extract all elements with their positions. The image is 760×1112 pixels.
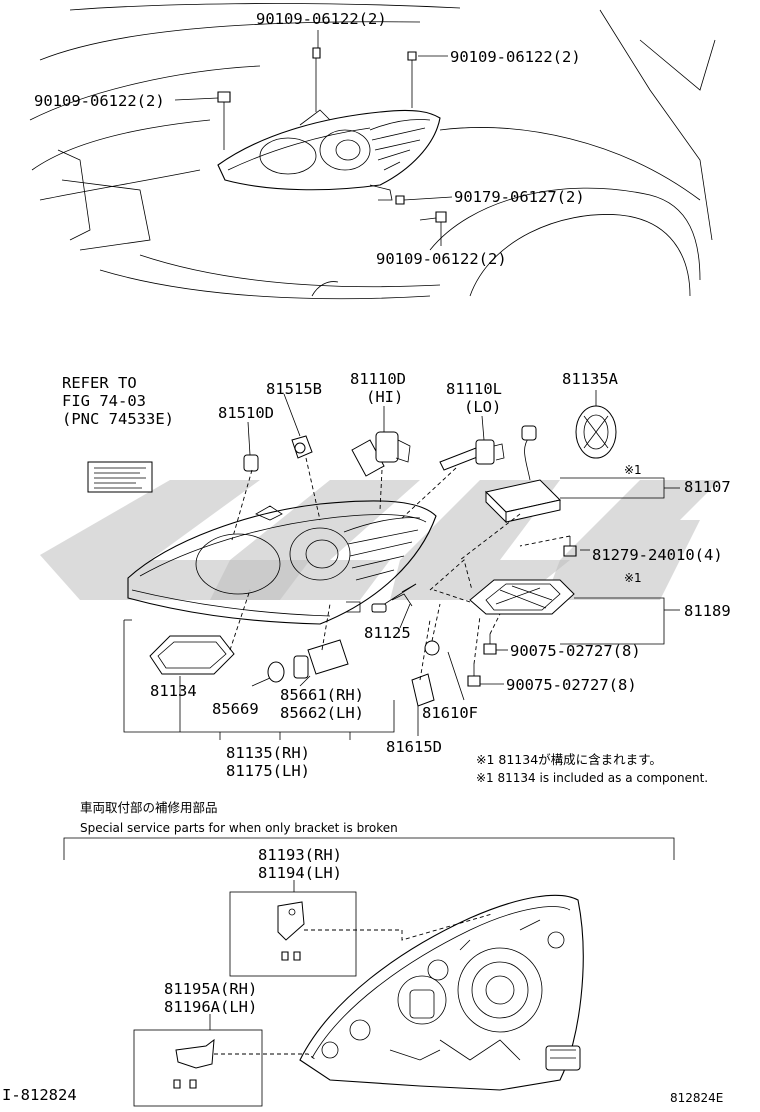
label-85661: 85661(RH): [280, 686, 364, 704]
label-81110l-lo: (LO): [464, 398, 501, 416]
cap-icon: [575, 405, 617, 459]
caution-label-icon: [87, 461, 153, 493]
label-90075-b: 90075-02727(8): [506, 676, 637, 694]
service-header-en: Special service parts for when only brac…: [80, 821, 398, 835]
cover-81189-icon: [469, 579, 575, 615]
screw-icon: [563, 536, 577, 557]
label-81279: 81279-24010(4): [592, 546, 723, 564]
hi-beam-bulb-icon: [351, 431, 411, 477]
label-bolt-left: 90109-06122(2): [34, 92, 165, 110]
bulb-81615d-icon: [411, 673, 435, 707]
label-81193: 81193(RH): [258, 846, 342, 864]
label-81107: 81107: [684, 478, 731, 496]
label-81510d: 81510D: [218, 404, 274, 422]
side-marker-bulb-icon: [243, 454, 259, 472]
figure-id-right: 812824E: [670, 1091, 723, 1105]
mark-component-81107: ※1: [624, 463, 642, 477]
watermark-logo: [40, 480, 720, 600]
label-81515b: 81515B: [266, 380, 322, 398]
dashed-link-upper: [304, 913, 493, 941]
label-81110d-hi: (HI): [366, 388, 403, 406]
label-bolt-bottom: 90109-06122(2): [376, 250, 507, 268]
bracket-81193-icon: [277, 901, 305, 961]
socket-81610f-icon: [424, 640, 440, 656]
label-81135: 81135(RH): [226, 744, 310, 762]
bracket-81195a-icon: [173, 1038, 215, 1089]
bracket-box-lower: [133, 1029, 263, 1107]
label-81135a: 81135A: [562, 370, 619, 388]
label-81189: 81189: [684, 602, 731, 620]
label-85669: 85669: [212, 700, 259, 718]
label-81610f: 81610F: [422, 704, 478, 722]
bolt-icon: [217, 47, 447, 223]
bulb-85661-icon: [293, 639, 349, 679]
dashed-link-lower: [214, 1053, 317, 1061]
bulb-socket-icon: [291, 435, 313, 459]
mark-component-81189: ※1: [624, 571, 642, 585]
o-ring-icon: [267, 661, 285, 683]
leader-lines: [123, 390, 680, 740]
refer-note-line-1: REFER TO: [62, 374, 137, 392]
refer-note-line-3: (PNC 74533E): [62, 410, 174, 428]
label-81110d: 81110D: [350, 370, 406, 388]
label-81615d: 81615D: [386, 738, 442, 756]
label-bolt-top-center: 90109-06122(2): [256, 10, 387, 28]
headlamp-rear-housing: [299, 894, 584, 1091]
car-front-view: [29, 3, 716, 300]
label-81125: 81125: [364, 624, 411, 642]
lo-beam-bulb-icon: [439, 439, 505, 471]
label-81194: 81194(LH): [258, 864, 342, 882]
label-90075-a: 90075-02727(8): [510, 642, 641, 660]
refer-note-line-2: FIG 74-03: [62, 392, 146, 410]
label-81196a: 81196A(LH): [164, 998, 257, 1016]
label-screw-bottom: 90179-06127(2): [454, 188, 585, 206]
screw-icon: [467, 634, 497, 687]
ballast-computer-icon: [485, 425, 561, 524]
gasket-81134-icon: [149, 635, 235, 675]
label-85662: 85662(LH): [280, 704, 364, 722]
label-81134: 81134: [150, 682, 197, 700]
bracket-box-upper: [229, 891, 357, 977]
service-header-jp: 車両取付部の補修用部品: [80, 800, 218, 815]
note-jp: ※1 81134が構成に含まれます。: [476, 752, 662, 767]
headlamp-assembly: [127, 500, 437, 625]
label-81195a: 81195A(RH): [164, 980, 257, 998]
label-81175: 81175(LH): [226, 762, 310, 780]
figure-id-left: I-812824: [2, 1086, 77, 1104]
label-bolt-top-right: 90109-06122(2): [450, 48, 581, 66]
label-81110l: 81110L: [446, 380, 502, 398]
service-bracket-line: [63, 837, 675, 860]
note-en: ※1 81134 is included as a component.: [476, 771, 708, 785]
